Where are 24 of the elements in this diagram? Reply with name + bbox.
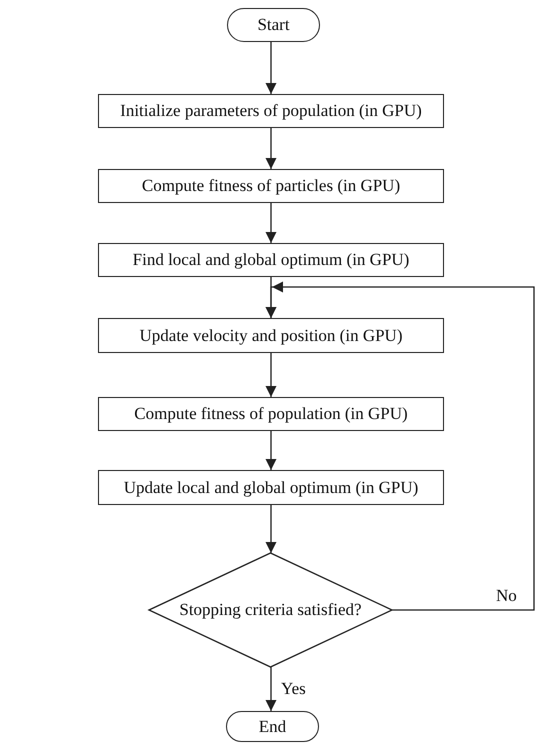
arrow [266, 282, 535, 611]
process-box [98, 243, 444, 277]
arrow [266, 42, 276, 94]
arrow [266, 431, 276, 470]
node-text: Start [257, 15, 290, 35]
process-box [98, 318, 444, 353]
node-text: Compute fitness of population (in GPU) [134, 404, 408, 424]
arrow [266, 505, 276, 553]
node-text: Update velocity and position (in GPU) [140, 326, 402, 346]
arrow [266, 203, 276, 243]
arrow [266, 667, 276, 711]
arrow [266, 128, 276, 169]
node-text: Stopping criteria satisfied? [179, 600, 362, 620]
node-text: Find local and global optimum (in GPU) [132, 250, 410, 270]
process-box [98, 470, 444, 505]
node-text: Initialize parameters of population (in GPU) [120, 101, 422, 121]
process-box [98, 94, 444, 128]
node-text: End [258, 716, 286, 736]
node-text: Compute fitness of particles (in GPU) [142, 176, 400, 196]
decision-diamond [147, 552, 394, 668]
process-box [98, 169, 444, 203]
process-box [98, 397, 444, 431]
node-text: Update local and global optimum (in GPU) [124, 478, 418, 498]
arrow [266, 353, 276, 397]
